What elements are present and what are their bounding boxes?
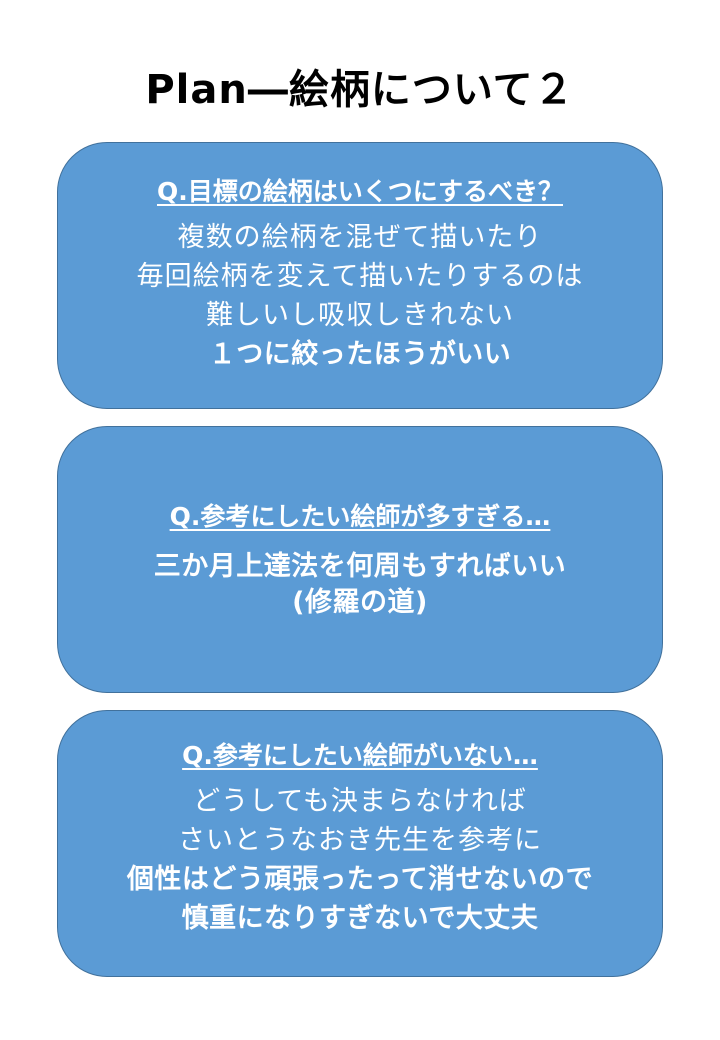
answer-line: 複数の絵柄を混ぜて描いたり (177, 222, 543, 253)
answer-conclusion: 個性はどう頑張ったって消せないので (126, 864, 594, 895)
answer-conclusion: 三か月上達法を何周もすればいい (153, 551, 567, 582)
question-heading: Q.参考にしたい絵師がいない… (182, 741, 538, 770)
question-heading: Q.参考にしたい絵師が多すぎる… (169, 502, 551, 531)
answer-line: さいとうなおき先生を参考に (178, 825, 542, 856)
answer-note: (修羅の道) (292, 587, 428, 618)
answer-conclusion: 慎重になりすぎないで大丈夫 (181, 903, 539, 934)
answer-conclusion: １つに絞ったほうがいい (208, 339, 512, 370)
answer-line: どうしても決まらなければ (193, 786, 527, 817)
faq-card-no-reference-artist: Q.参考にしたい絵師がいない… どうしても決まらなければ さいとうなおき先生を参… (57, 710, 663, 977)
question-heading: Q.目標の絵柄はいくつにするべき？ (156, 177, 563, 206)
faq-card-too-many-artists: Q.参考にしたい絵師が多すぎる… 三か月上達法を何周もすればいい (修羅の道) (57, 426, 663, 693)
page-title: Plan―絵柄について２ (145, 67, 575, 113)
faq-card-target-style-count: Q.目標の絵柄はいくつにするべき？ 複数の絵柄を混ぜて描いたり 毎回絵柄を変えて… (57, 142, 663, 409)
answer-line: 難しいし吸収しきれない (206, 300, 514, 331)
answer-line: 毎回絵柄を変えて描いたりするのは (136, 261, 584, 292)
